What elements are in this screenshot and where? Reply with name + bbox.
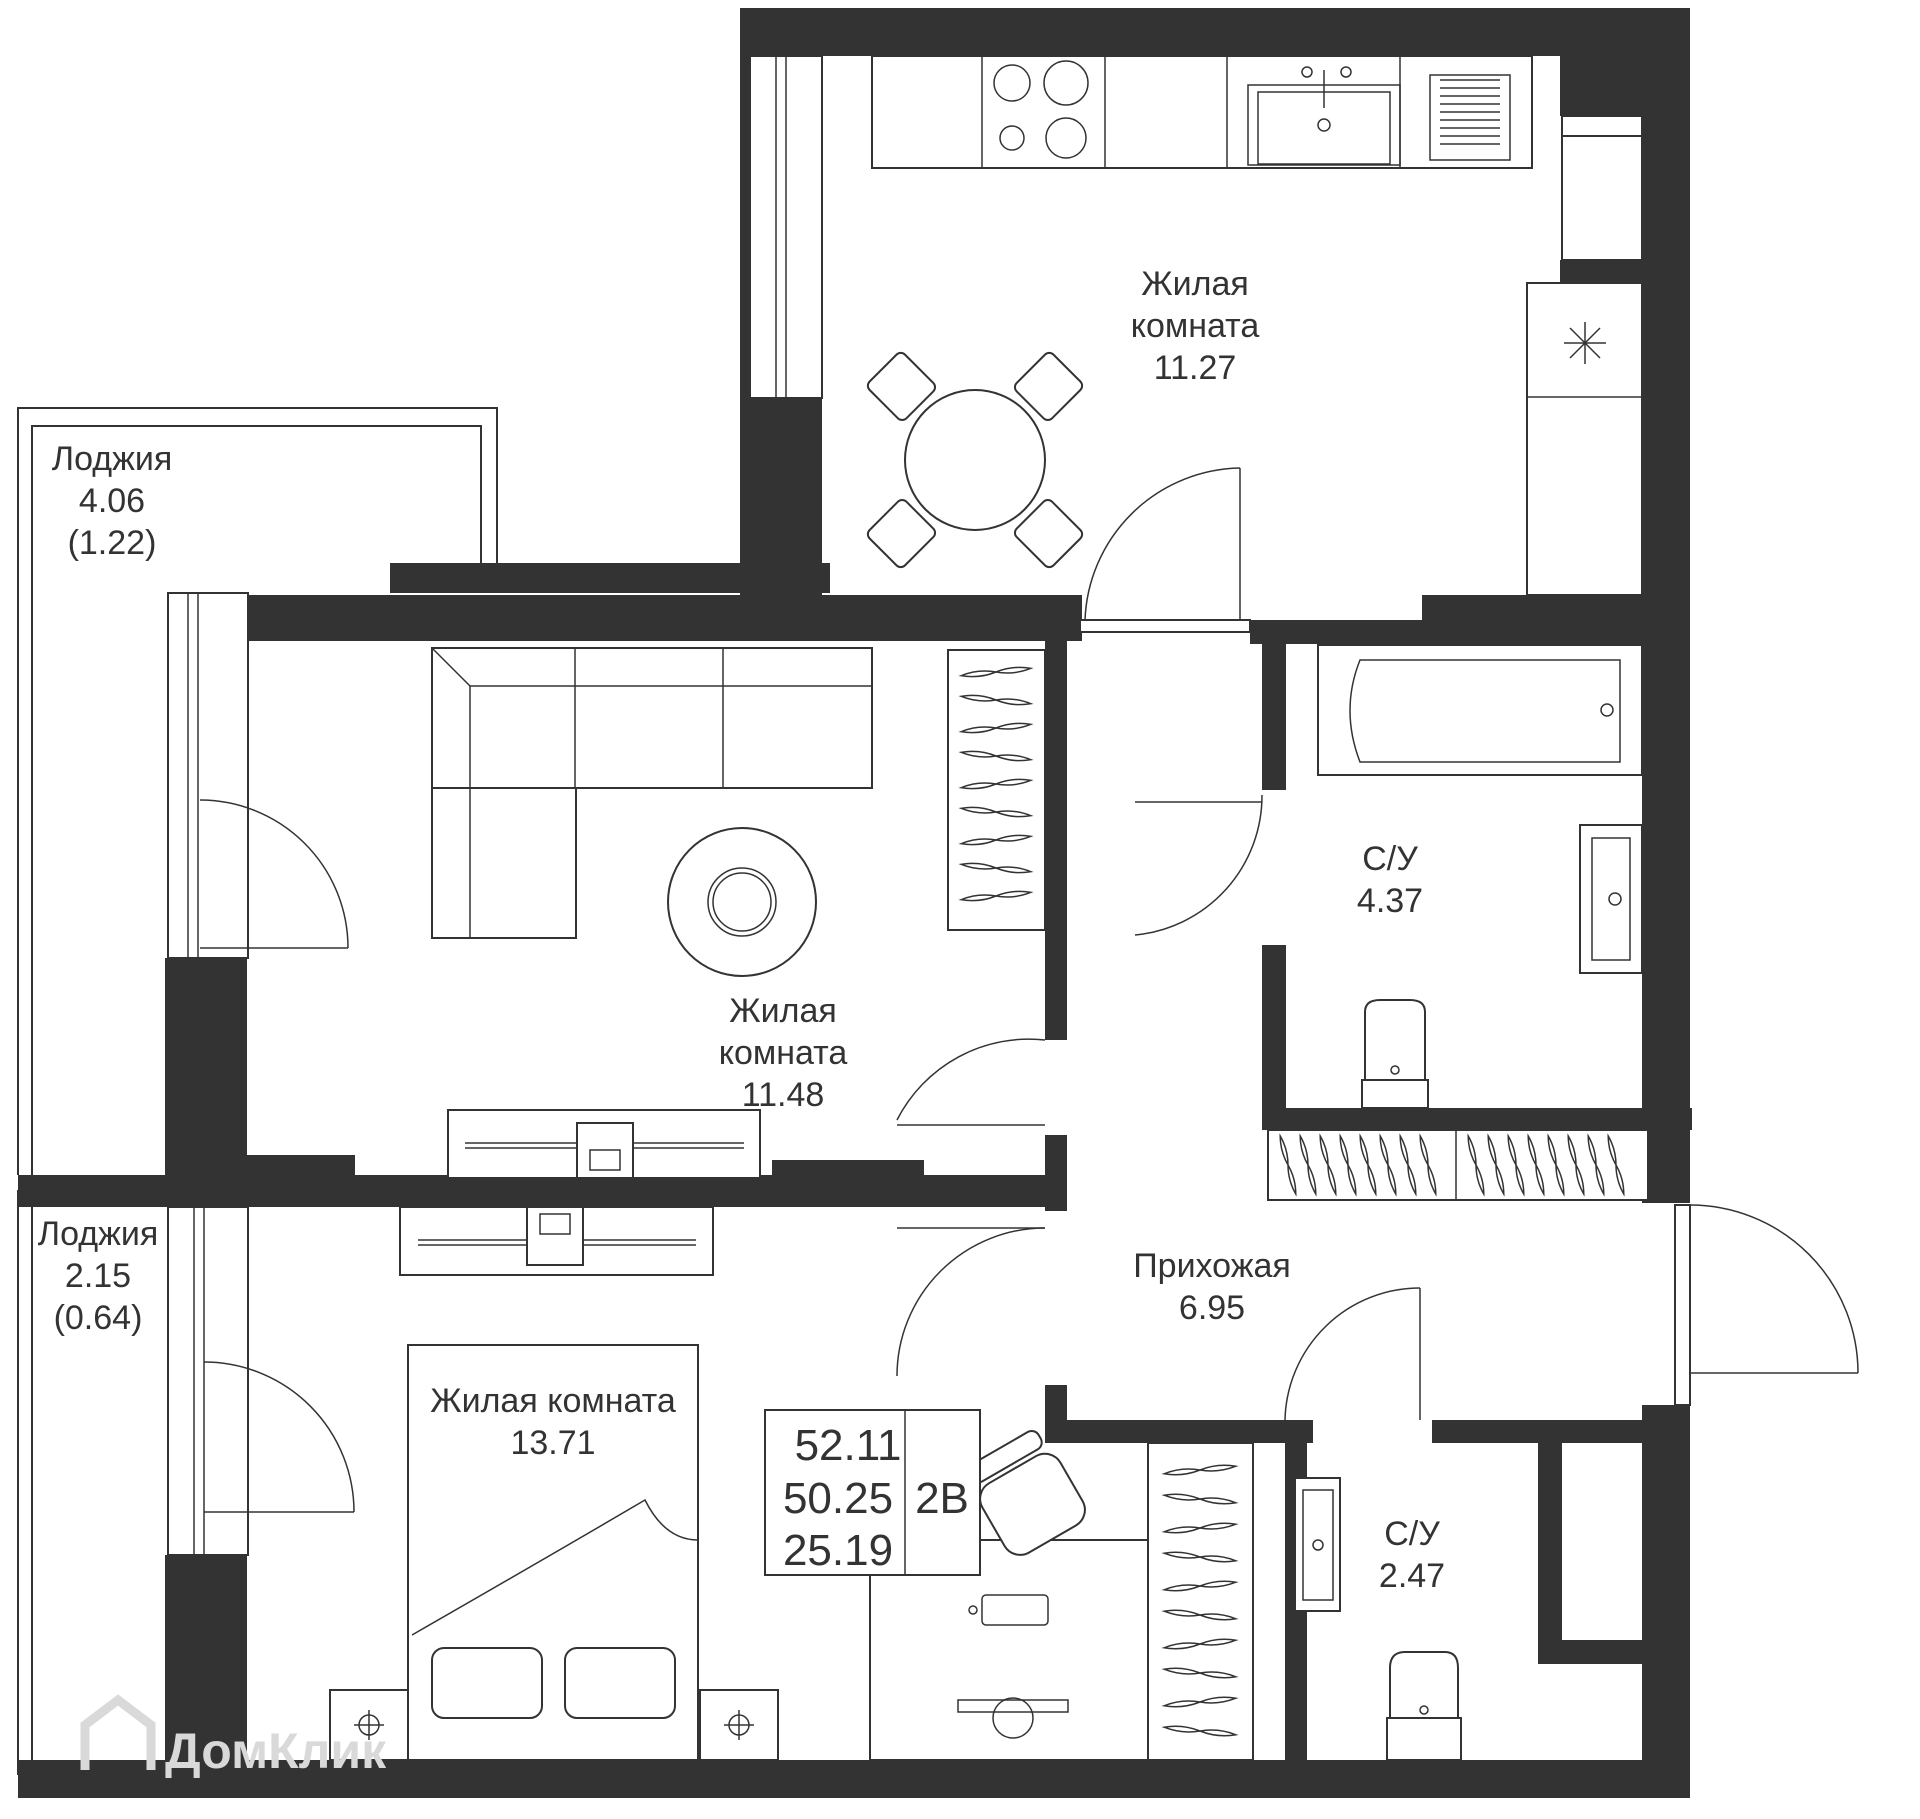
kitchen-name-line2: комната (1131, 307, 1260, 345)
hanger-icon (958, 694, 1034, 706)
small-washbasin-icon (1294, 1477, 1341, 1612)
rug-icon (667, 827, 817, 977)
hanger-icon (1339, 1133, 1357, 1197)
hanger-icon (1161, 1609, 1239, 1621)
bathroom-furniture (1267, 644, 1649, 1761)
bedroom-area: 13.71 (510, 1424, 595, 1462)
loggia-1-reduced: (1.22) (68, 524, 157, 562)
living-area: 11.48 (742, 1076, 825, 1114)
hanger-icon (1399, 1133, 1417, 1197)
hanger-icon (1587, 1133, 1605, 1197)
hanger-icon (1547, 1133, 1565, 1197)
small-toilet-icon (1386, 1651, 1462, 1761)
asterisk-icon (1564, 322, 1606, 364)
hanger-icon (1161, 1493, 1239, 1505)
office-chair-icon (967, 1429, 1086, 1556)
dining-table-icon (866, 351, 1084, 569)
dishrack-icon (1429, 74, 1511, 161)
bedroom-name: Жилая комната (430, 1382, 676, 1420)
windows (167, 55, 1643, 1556)
wardrobe-hall-icon (1267, 1129, 1649, 1201)
bath-main-area: 4.37 (1357, 882, 1423, 920)
hanger-icon (1319, 1133, 1337, 1197)
total-area: 52.11 (795, 1421, 902, 1470)
hanger-icon (958, 806, 1034, 818)
hanger-icon (1161, 1522, 1239, 1534)
doors (199, 467, 1859, 1513)
loggia-1-name: Лоджия (52, 440, 172, 478)
hanger-icon (958, 890, 1034, 902)
hanger-icon (1379, 1133, 1397, 1197)
hanger-icon (958, 722, 1034, 734)
loggia-2-outline (17, 1190, 33, 1775)
bed-icon (407, 1344, 699, 1761)
kitchen-name-line1: Жилая (1141, 265, 1249, 303)
hanger-icon (958, 778, 1034, 790)
living-area: 25.19 (783, 1526, 893, 1575)
loggia-2-reduced: (0.64) (54, 1299, 143, 1337)
hanger-icon (1487, 1133, 1505, 1197)
washbasin-icon (1579, 824, 1643, 974)
walls (18, 8, 1692, 1798)
living-furniture (431, 647, 1046, 1179)
tv-stand-icon (447, 1109, 761, 1179)
apartment-type: 2B (915, 1474, 969, 1523)
toilet-icon (1361, 999, 1429, 1109)
living-name-line2: комната (719, 1034, 848, 1072)
bath-small-name: С/У (1384, 1515, 1440, 1553)
kitchen-furniture (866, 55, 1643, 596)
hanger-icon (1161, 1667, 1239, 1679)
hanger-icon (958, 666, 1034, 678)
watermark-text: ДомКлик (165, 1723, 387, 1779)
bath-main-name: С/У (1362, 840, 1418, 878)
hanger-icon (1467, 1133, 1485, 1197)
area-without-loggia: 50.25 (783, 1474, 893, 1523)
hanger-icon (958, 750, 1034, 762)
bath-small-area: 2.47 (1379, 1557, 1445, 1595)
sofa-icon (431, 647, 873, 939)
hanger-icon (1299, 1133, 1317, 1197)
loggia-1-area: 4.06 (79, 482, 145, 520)
bathtub-icon (1317, 644, 1643, 776)
nightstand-right-icon (699, 1689, 779, 1761)
nightstand-left-icon (329, 1689, 409, 1761)
hanger-icon (1161, 1725, 1239, 1737)
room-labels: Жилая комната 11.27 Жилая комната 11.48 … (38, 265, 1445, 1595)
hanger-icon (958, 862, 1034, 874)
loggia-2-name: Лоджия (38, 1215, 158, 1253)
hanger-icon (1161, 1580, 1239, 1592)
sink-icon (1247, 66, 1401, 166)
hanger-icon (958, 834, 1034, 846)
kitchen-area: 11.27 (1154, 349, 1237, 387)
hangers (958, 666, 1625, 1737)
loggia-1-outline (17, 407, 498, 1175)
watermark: ДомКлик (80, 1694, 387, 1779)
stove-icon (993, 60, 1089, 159)
hanger-icon (1607, 1133, 1625, 1197)
loggia-2-area: 2.15 (65, 1257, 131, 1295)
hanger-icon (1161, 1638, 1239, 1650)
hanger-icon (1161, 1551, 1239, 1563)
hanger-icon (1161, 1696, 1239, 1708)
hanger-icon (1419, 1133, 1437, 1197)
hall-name: Прихожая (1133, 1247, 1291, 1285)
bedroom-furniture (329, 1206, 1254, 1761)
living-name-line1: Жилая (729, 992, 837, 1030)
hanger-icon (1527, 1133, 1545, 1197)
hanger-icon (1567, 1133, 1585, 1197)
hanger-icon (1507, 1133, 1525, 1197)
desk-icon (869, 1539, 1151, 1761)
hanger-icon (1161, 1464, 1239, 1476)
hanger-icon (1279, 1133, 1297, 1197)
hall-area: 6.95 (1179, 1289, 1245, 1327)
summary-table: 52.11 50.25 25.19 2B (764, 1409, 981, 1576)
hanger-icon (1359, 1133, 1377, 1197)
